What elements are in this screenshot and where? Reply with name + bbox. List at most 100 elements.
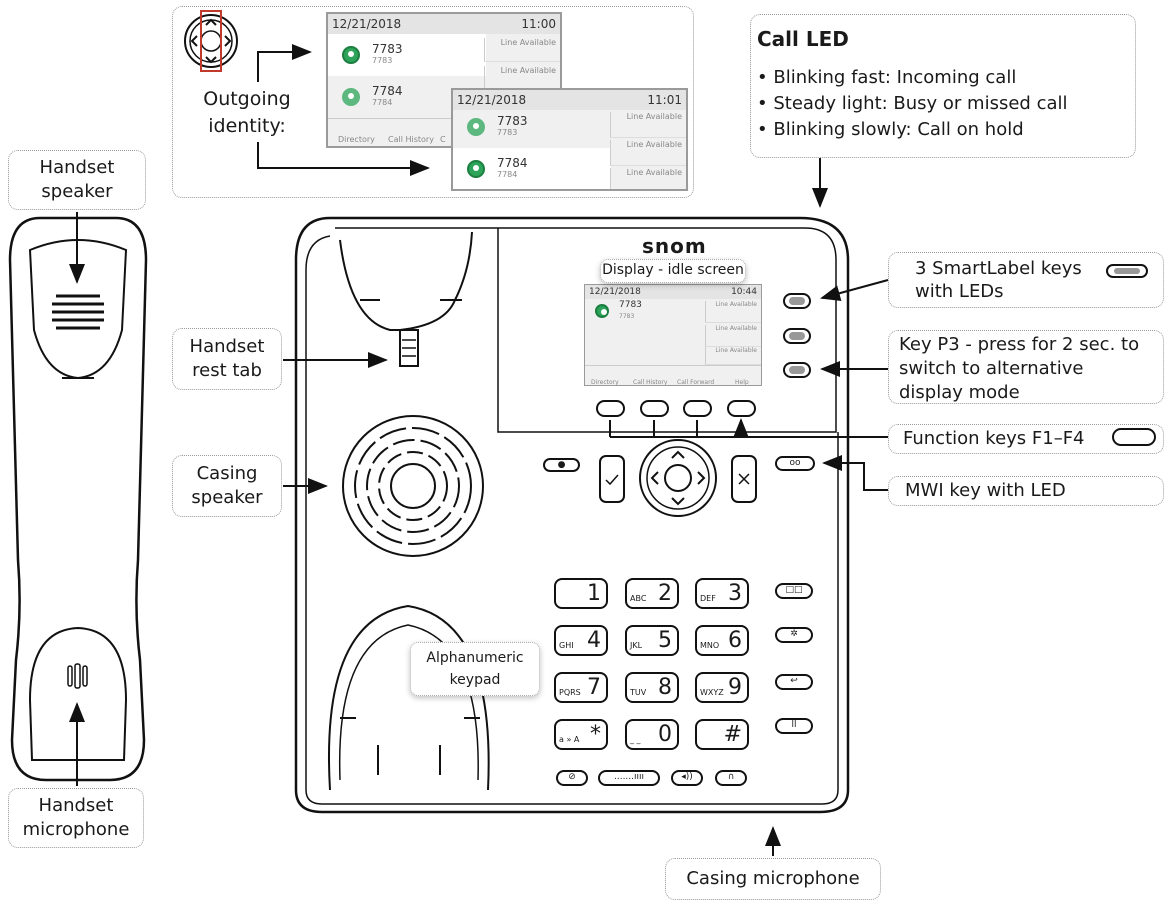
- smartlabel-key-icon: [1106, 264, 1148, 278]
- keypad-key[interactable]: 1: [554, 578, 608, 609]
- smartlabel-keys-box: 3 SmartLabel keys with LEDs: [888, 252, 1164, 308]
- smartlabel-keys-label: 3 SmartLabel keys with LEDs: [915, 258, 1082, 302]
- directory-key[interactable]: □□: [775, 583, 813, 599]
- key-letters: PQRS: [559, 688, 581, 697]
- avatar-icon: [467, 118, 485, 136]
- mute-key[interactable]: ⊘: [556, 770, 588, 786]
- key-letters: TUV: [630, 688, 647, 697]
- navigation-key-icon: [184, 10, 238, 72]
- function-key-icon: [1112, 428, 1156, 446]
- key-digit: *: [590, 722, 601, 747]
- line-number: 7784: [372, 98, 393, 107]
- softkey-partial: C: [440, 135, 446, 144]
- key-digit: 4: [587, 628, 601, 653]
- line-number: 7783: [619, 313, 635, 320]
- keypad-key[interactable]: _ _0: [625, 719, 679, 750]
- avatar-icon: [467, 160, 485, 178]
- hold-key[interactable]: ll: [775, 718, 813, 734]
- key-p3-label: Key P3 - press for 2 sec. to switch to a…: [888, 330, 1164, 404]
- display-date: 12/21/2018: [589, 287, 641, 297]
- line-status: Line Available: [610, 140, 686, 166]
- handset-drawing: [8, 216, 148, 782]
- key-letters: MNO: [700, 641, 720, 650]
- line-status: Line Available: [705, 347, 761, 365]
- key-digit: 1: [587, 581, 601, 606]
- softkey-call-history: Call History: [633, 379, 668, 386]
- smartlabel-key-1[interactable]: [783, 293, 811, 309]
- settings-key[interactable]: ✲: [775, 627, 813, 643]
- line-name: 7784: [372, 84, 403, 98]
- key-digit: 2: [658, 581, 672, 606]
- casing-speaker-label: Casing speaker: [172, 455, 282, 517]
- mwi-key[interactable]: oo: [775, 456, 815, 471]
- call-led-panel: Call LED • Blinking fast: Incoming call …: [750, 14, 1136, 158]
- keypad-key[interactable]: MNO 6: [695, 625, 749, 656]
- conference-key[interactable]: ●: [543, 458, 580, 472]
- key-digit: 6: [728, 628, 742, 653]
- avatar-icon: [342, 46, 360, 64]
- keypad-key[interactable]: GHI 4: [554, 625, 608, 656]
- line-status: Line Available: [484, 66, 560, 90]
- softkey-help: Help: [735, 379, 749, 386]
- line-status: Line Available: [610, 112, 686, 138]
- transfer-key[interactable]: ↩: [775, 674, 813, 690]
- line-status: Line Available: [705, 325, 761, 347]
- key-letters: DEF: [700, 594, 716, 603]
- key-letters: WXYZ: [700, 688, 724, 697]
- call-led-item: • Blinking slowly: Call on hold: [757, 119, 1024, 140]
- softkey-bar: Directory Call History Call Forward Help: [585, 365, 761, 386]
- handset-microphone-label: Handset microphone: [8, 788, 144, 848]
- call-led-item: • Steady light: Busy or missed call: [757, 93, 1068, 114]
- function-key-f3[interactable]: [683, 400, 712, 417]
- softkey-directory: Directory: [338, 135, 375, 144]
- line-number: 7783: [372, 56, 393, 65]
- function-key-f2[interactable]: [640, 400, 669, 417]
- mwi-key-label: MWI key with LED: [888, 476, 1164, 506]
- volume-key[interactable]: .......ıııı: [598, 770, 660, 786]
- softkey-bar: Directory Call History C: [328, 118, 560, 146]
- key-digit: #: [723, 722, 742, 747]
- screen-time: 11:01: [647, 93, 682, 107]
- key-digit: 8: [658, 675, 672, 700]
- keypad-key[interactable]: #: [695, 719, 749, 750]
- snom-logo: snom: [642, 234, 707, 258]
- keypad-key[interactable]: TUV 8: [625, 672, 679, 703]
- function-key-f4[interactable]: [727, 400, 756, 417]
- headset-key[interactable]: ∩: [715, 770, 747, 786]
- casing-microphone-label: Casing microphone: [665, 858, 881, 900]
- softkey-call-forward: Call Forward: [677, 379, 715, 386]
- keypad-tooltip: Alphanumeric keypad: [410, 642, 540, 696]
- line-status: Line Available: [610, 168, 686, 189]
- key-letters: JKL: [630, 641, 643, 650]
- speaker-key[interactable]: ◂)): [671, 770, 703, 786]
- function-key-f1[interactable]: [596, 400, 625, 417]
- key-digit: 0: [658, 722, 672, 747]
- display-time: 10:44: [731, 287, 757, 297]
- line-status: Line Available: [484, 38, 560, 62]
- call-led-item: • Blinking fast: Incoming call: [757, 67, 1017, 88]
- smartlabel-key-p3[interactable]: [783, 362, 811, 378]
- handset-rest-tab-label: Handset rest tab: [172, 328, 282, 390]
- line-name: 7783: [497, 114, 528, 128]
- softkey-call-history: Call History: [388, 135, 434, 144]
- line-number: 7784: [497, 170, 518, 179]
- smartlabel-key-2[interactable]: [783, 328, 811, 344]
- screen-date: 12/21/2018: [332, 17, 402, 31]
- keypad-key[interactable]: a » A*: [554, 719, 608, 750]
- handset-speaker-label: Handset speaker: [8, 150, 146, 210]
- line-status: Line Available: [705, 301, 761, 323]
- line-name: 7784: [497, 156, 528, 170]
- key-letters: GHI: [559, 641, 574, 650]
